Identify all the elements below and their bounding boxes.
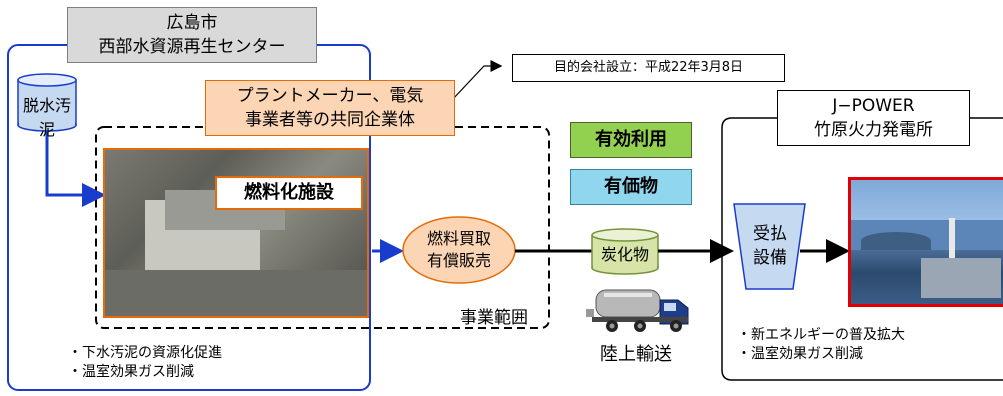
sale-line1: 燃料買取 <box>426 229 491 248</box>
business-scope-label: 事業範囲 <box>460 308 528 328</box>
consortium-line1: プラントメーカー、電気 <box>236 86 424 106</box>
island-shape <box>861 232 931 250</box>
right-note-2: ・温室効果ガス削減 <box>737 346 863 362</box>
sludge-label: 脱水汚泥 <box>22 96 71 139</box>
power-plant-buildings <box>921 258 1001 298</box>
power-plant-photo <box>848 177 1003 307</box>
sale-line2: 有償販売 <box>426 251 491 270</box>
consortium-box: プラントメーカー、電気 事業者等の共同企業体 <box>205 80 455 136</box>
left-note-2: ・温室効果ガス削減 <box>68 364 194 380</box>
receiving-line2: 設備 <box>753 248 787 268</box>
right-org-title-line2: 竹原火力発電所 <box>814 120 933 140</box>
established-pointer-arrow <box>451 60 503 101</box>
sale-label: 燃料買取 有償販売 <box>403 228 515 272</box>
left-org-title: 広島市 西部水資源再生センター <box>67 7 317 63</box>
transport-label: 陸上輸送 <box>600 344 672 365</box>
receiving-facility <box>733 203 806 290</box>
right-org-title-line1: J−POWER <box>832 96 915 116</box>
established-label: 目的会社設立：平成22年3月8日 <box>512 54 785 82</box>
truck-icon <box>586 289 689 332</box>
plant-road <box>105 270 367 316</box>
sludge-to-plant-arrow <box>45 131 106 207</box>
effective-use-badge: 有効利用 <box>570 122 692 158</box>
facility-label: 燃料化施設 <box>215 176 363 210</box>
receiving-line1: 受払 <box>753 224 787 244</box>
right-note-1: ・新エネルギーの普及拡大 <box>737 327 905 343</box>
carbide-label: 炭化物 <box>600 245 649 264</box>
carbide-cylinder <box>591 228 659 275</box>
receiving-label: 受払 設備 <box>740 222 800 270</box>
business-scope-frame <box>95 126 550 329</box>
fuel-plant-photo <box>103 148 369 318</box>
right-org-title: J−POWER 竹原火力発電所 <box>777 90 970 146</box>
left-notes: ・下水汚泥の資源化促進 ・温室効果ガス削減 <box>68 344 222 382</box>
left-org-title-line2: 西部水資源再生センター <box>98 37 286 57</box>
left-org-title-line1: 広島市 <box>166 13 218 33</box>
sludge-cylinder <box>17 73 77 132</box>
valuable-badge: 有価物 <box>570 169 692 205</box>
chimney <box>949 218 955 290</box>
consortium-line2: 事業者等の共同企業体 <box>245 110 415 130</box>
left-note-1: ・下水汚泥の資源化促進 <box>68 345 222 361</box>
right-notes: ・新エネルギーの普及拡大 ・温室効果ガス削減 <box>737 326 905 364</box>
